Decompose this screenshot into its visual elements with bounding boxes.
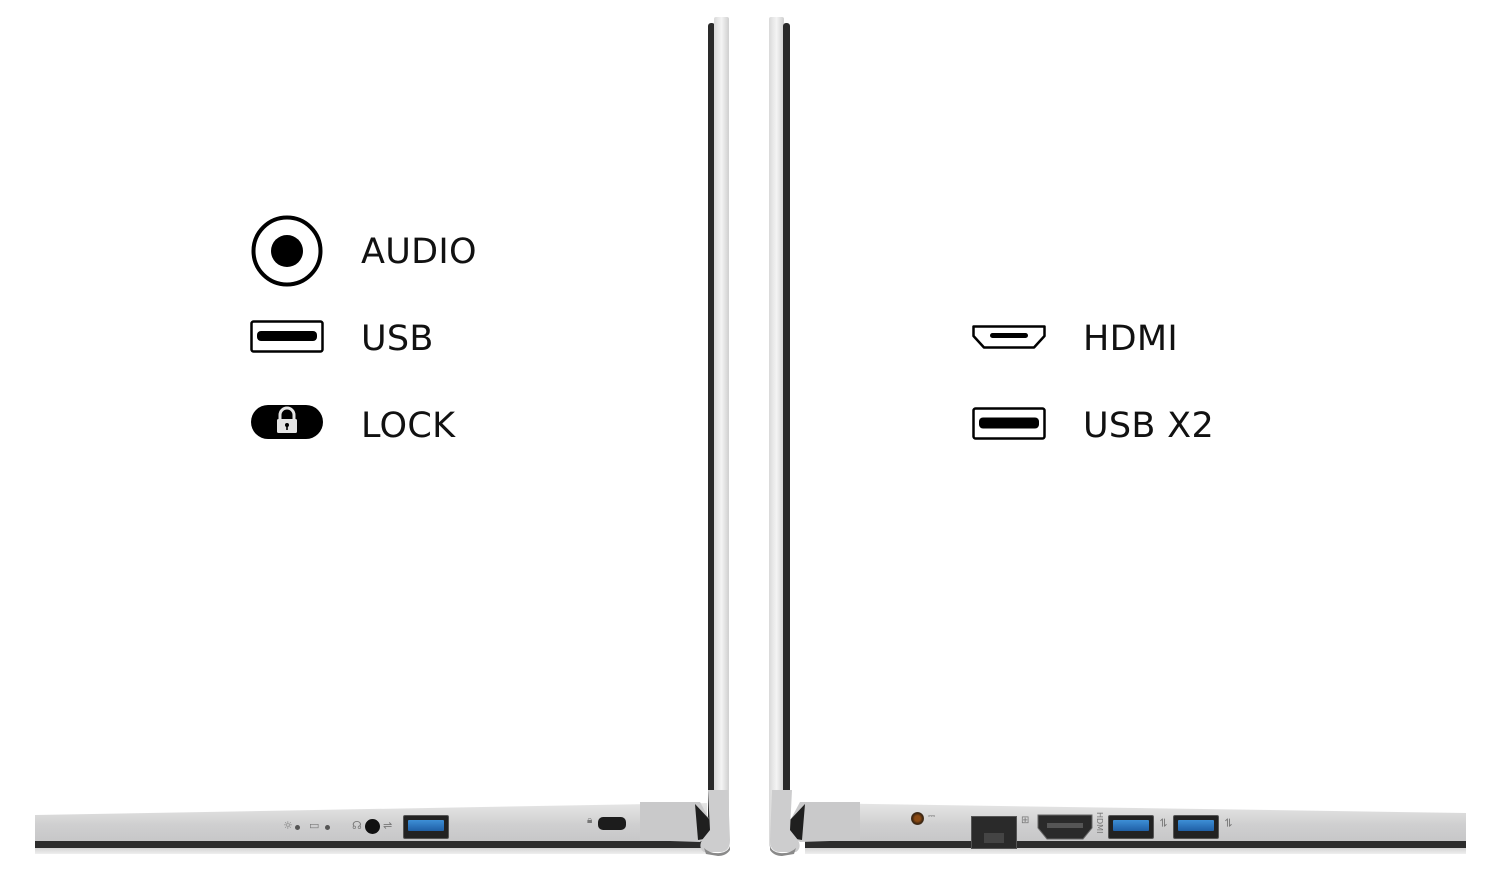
legend-label-audio: AUDIO [361,232,477,272]
usb-port-icon [972,407,1046,440]
legend-label-usb: USB [361,319,434,359]
laptop-right-side-view: ⎓ ⊞ HDMI ⇌ ⇌ [750,0,1500,880]
audio-jack-port[interactable] [365,819,380,834]
legend-label-lock: LOCK [361,406,456,446]
kensington-lock-slot[interactable] [598,817,626,830]
laptop-left-hinge [640,790,730,856]
laptop-right-lid [769,17,791,847]
battery-led [325,825,330,830]
right-port-legend: HDMI USB X2 [800,0,1500,600]
ethernet-symbol-icon: ⊞ [1021,815,1030,826]
battery-led-icon: ▭ [309,819,320,832]
usb-a-port[interactable] [403,815,449,839]
power-led-icon: ☼ [283,819,293,832]
hdmi-text-icon: HDMI [1095,812,1104,834]
laptop-right-hinge [770,790,860,856]
ethernet-latch [984,833,1004,843]
dc-in-port[interactable] [911,812,924,825]
usb-a-port-1[interactable] [1108,815,1154,839]
legend-label-usb-x2: USB X2 [1083,406,1215,446]
lock-slot-icon [251,405,323,439]
usb-symbol-icon: ⇌ [383,819,393,832]
usb-symbol-icon: ⇌ [1157,818,1170,828]
left-port-legend: AUDIO USB LOCK [0,0,700,600]
usb-port-icon [250,320,324,353]
audio-jack-icon [251,215,323,287]
hdmi-port[interactable] [1037,814,1093,840]
power-led [295,825,300,830]
legend-label-hdmi: HDMI [1083,319,1178,359]
headset-icon: ☊ [352,819,362,832]
usb-symbol-icon: ⇌ [1222,818,1235,828]
hdmi-port-icon [972,325,1046,349]
usb-a-port-2[interactable] [1173,815,1219,839]
laptop-left-side-view: ☼ ▭ ☊ ⇌ 🔒︎ [35,17,730,856]
dc-symbol-icon: ⎓ [928,812,936,822]
laptop-left-lid [708,17,730,847]
ethernet-port[interactable] [971,816,1017,849]
lock-symbol-icon: 🔒︎ [587,815,593,826]
